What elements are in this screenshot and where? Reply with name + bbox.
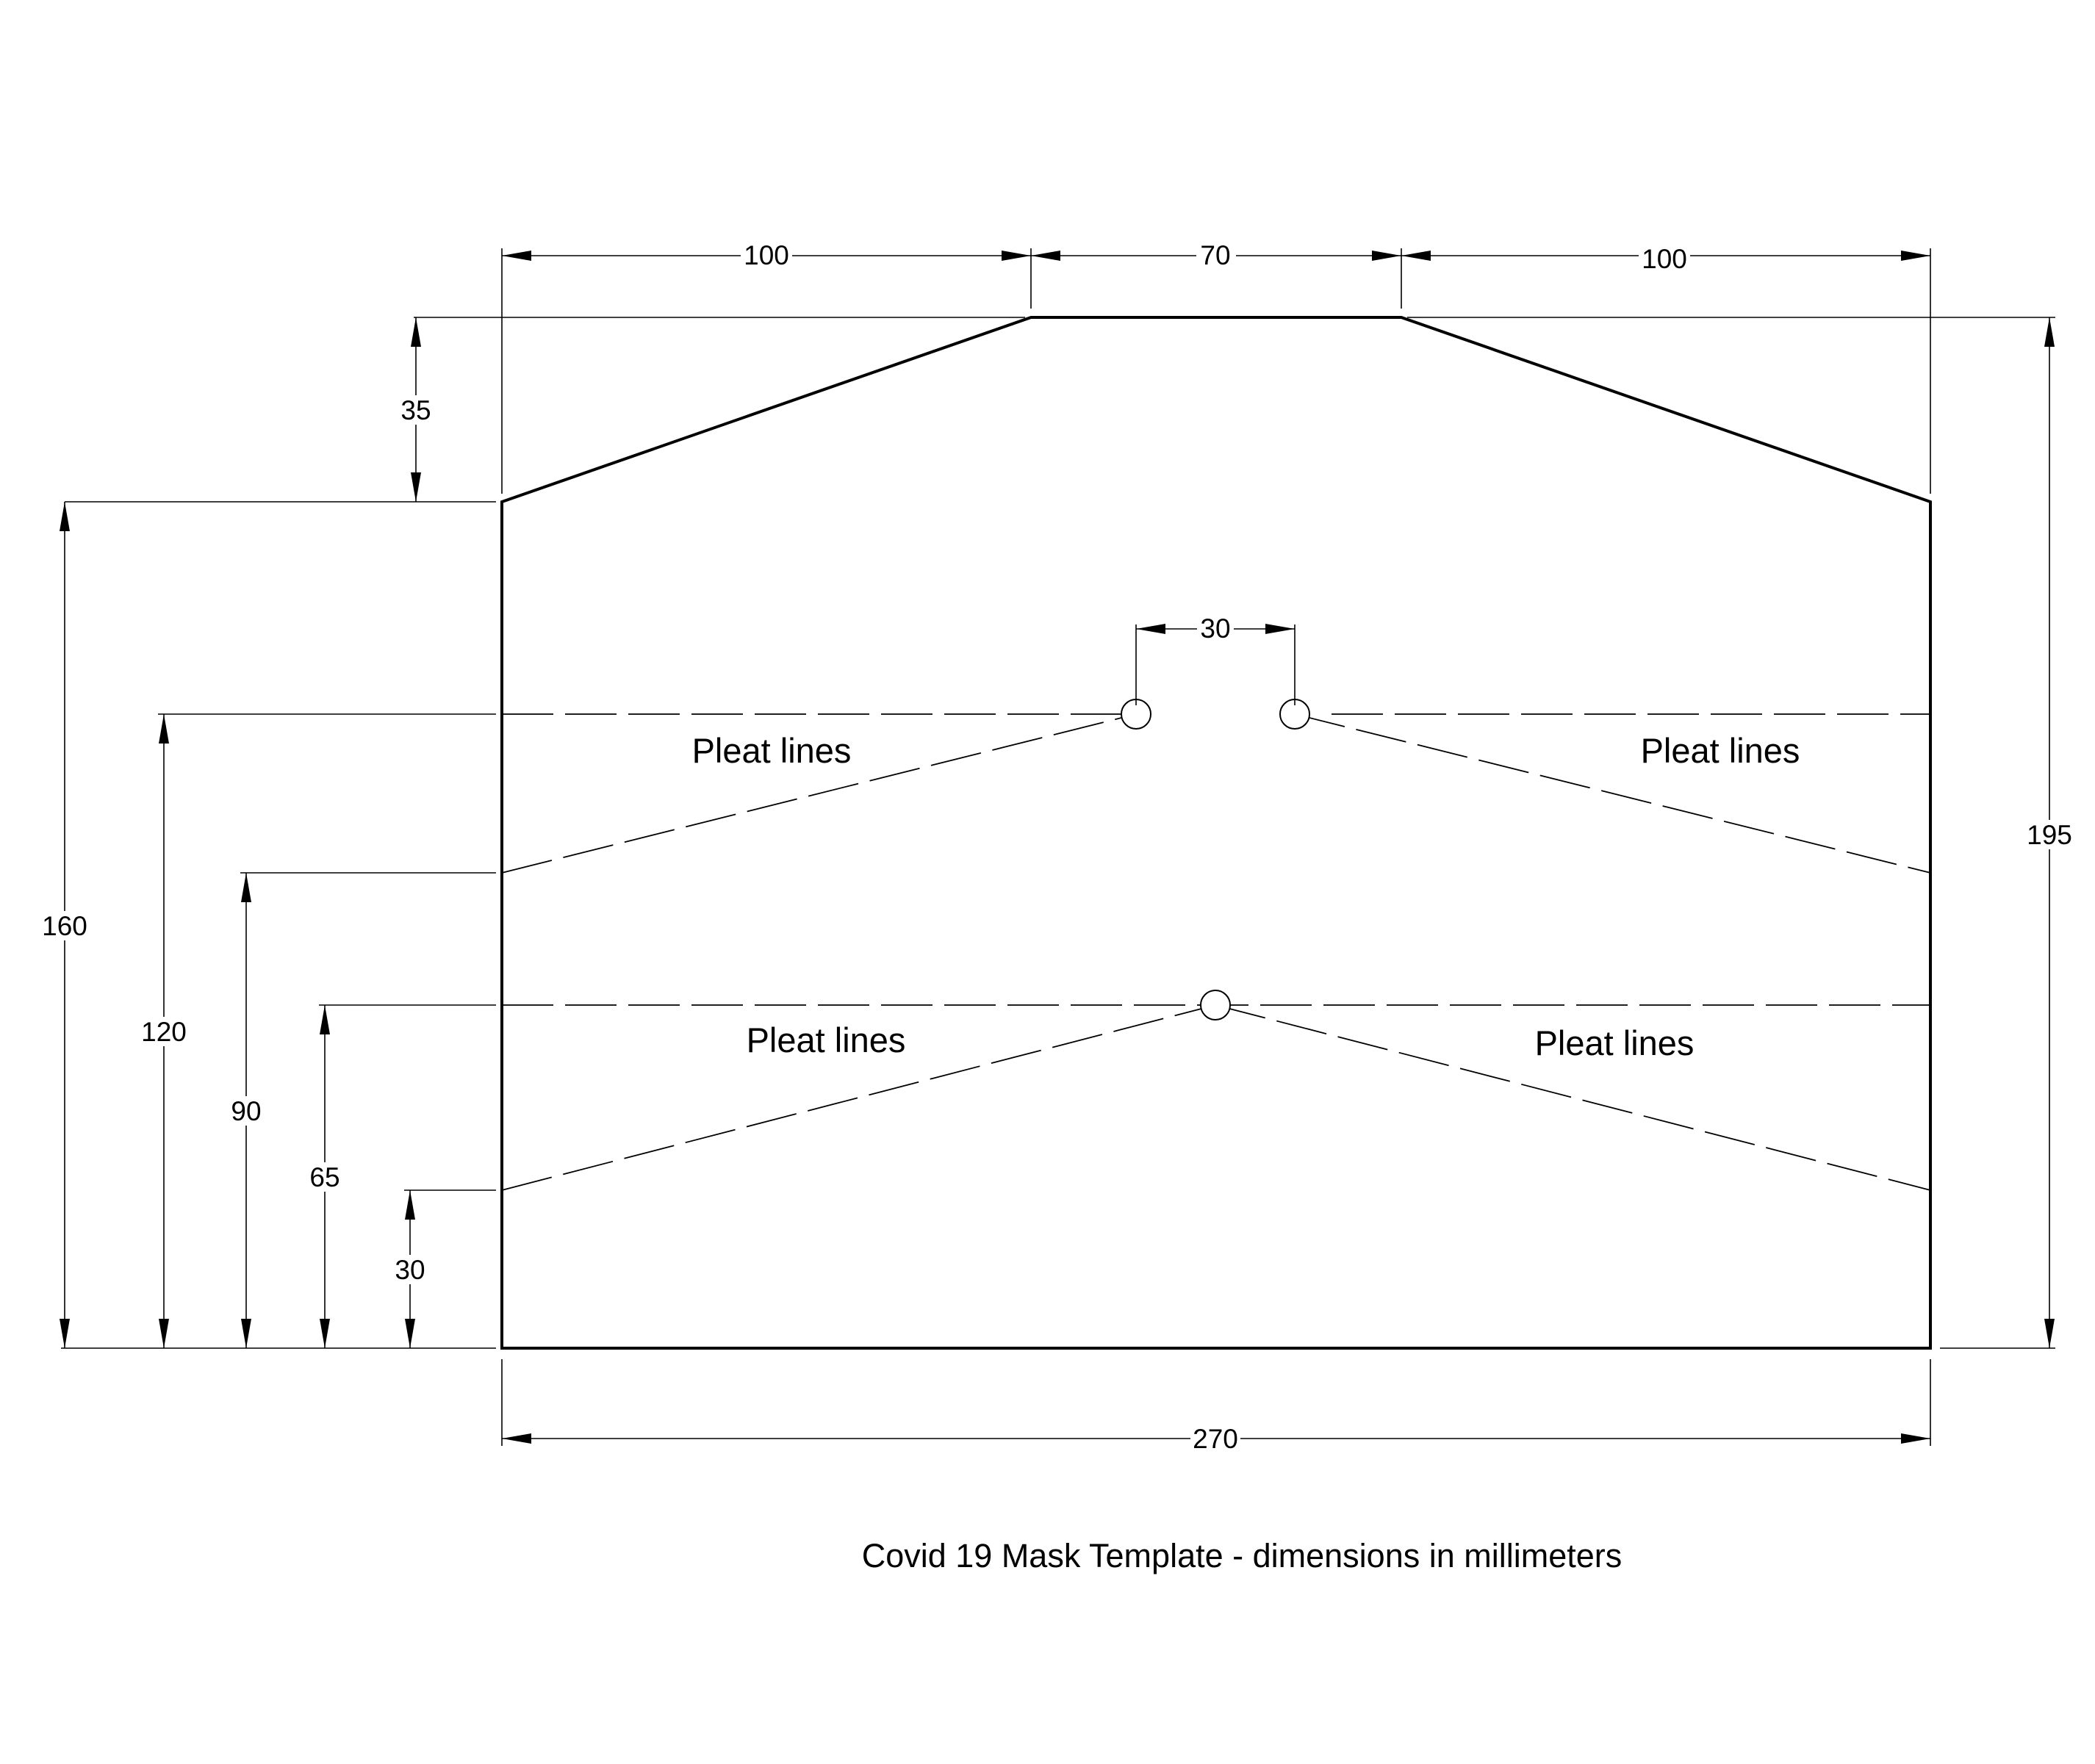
dimension-top-slope-height [65, 317, 1025, 503]
dim-upper-pleat-edge-height: 90 [231, 1096, 261, 1126]
dim-hole-spacing: 30 [1200, 613, 1230, 644]
mask-outline [500, 316, 1932, 1350]
dimension-lower-pleat-height [319, 1004, 496, 1348]
upper-pleat-line-right [1294, 713, 1931, 874]
dim-total-width: 270 [1193, 1424, 1238, 1454]
pleat-label-lower-right: Pleat lines [1535, 1023, 1695, 1062]
dim-top-right-width: 100 [1642, 244, 1687, 274]
dim-top-left-width: 100 [744, 240, 789, 270]
upper-pleat-line-left [501, 713, 1137, 874]
lower-pleat-line-right [1215, 1004, 1931, 1191]
dim-lower-pleat-height: 65 [309, 1162, 339, 1192]
dimension-total-height [1407, 317, 2055, 1349]
pleat-label-upper-left: Pleat lines [692, 731, 852, 770]
dim-top-center-width: 70 [1200, 240, 1230, 270]
drawing-caption: Covid 19 Mask Template - dimensions in m… [862, 1537, 1623, 1574]
pleat-label-upper-right: Pleat lines [1641, 731, 1800, 770]
dim-left-height: 160 [42, 911, 87, 941]
dim-top-slope-height: 35 [400, 395, 431, 425]
lower-pleat-line-left [501, 1004, 1216, 1191]
dim-lower-pleat-edge-height: 30 [395, 1255, 425, 1285]
center-hole [1200, 990, 1231, 1020]
dimension-top-widths [501, 248, 1931, 494]
dimension-upper-pleat-edge-height [240, 872, 496, 1348]
dimension-upper-pleat-height [158, 713, 496, 1348]
dim-upper-pleat-height: 120 [141, 1017, 187, 1047]
pleat-label-lower-left: Pleat lines [747, 1020, 906, 1059]
dim-total-height: 195 [2027, 820, 2072, 850]
